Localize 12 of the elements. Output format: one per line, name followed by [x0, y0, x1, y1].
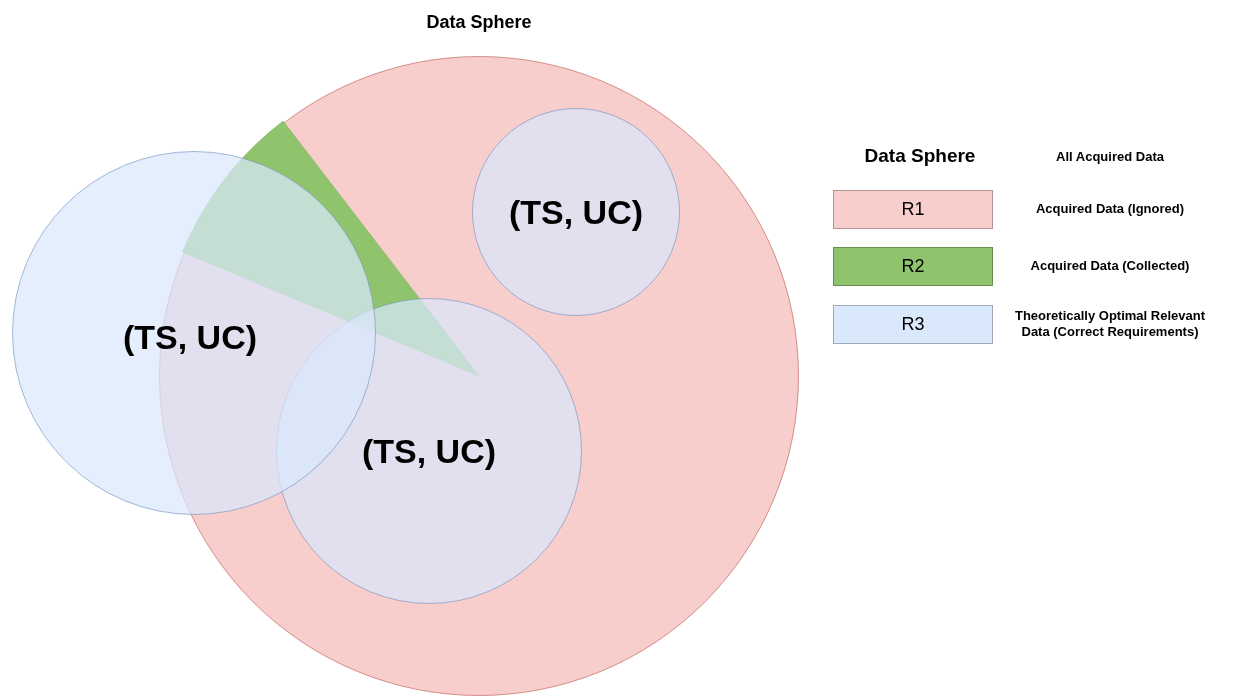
legend-code: R3 [901, 314, 925, 335]
region-label: (TS, UC) [361, 431, 497, 471]
legend-text: Acquired Data (Collected) [1029, 258, 1191, 274]
diagram-heading: Data Sphere [426, 11, 532, 33]
legend-heading: Data Sphere [863, 145, 977, 167]
legend-code: R1 [901, 199, 925, 220]
legend-code: R2 [901, 256, 925, 277]
legend-subheading: All Acquired Data [1055, 149, 1165, 164]
region-label: (TS, UC) [122, 317, 258, 357]
legend-text: Theoretically Optimal Relevant Data (Correct Requirements) [1014, 308, 1206, 340]
region-label: (TS, UC) [508, 192, 644, 232]
legend-text: Acquired Data (Ignored) [1034, 201, 1186, 217]
